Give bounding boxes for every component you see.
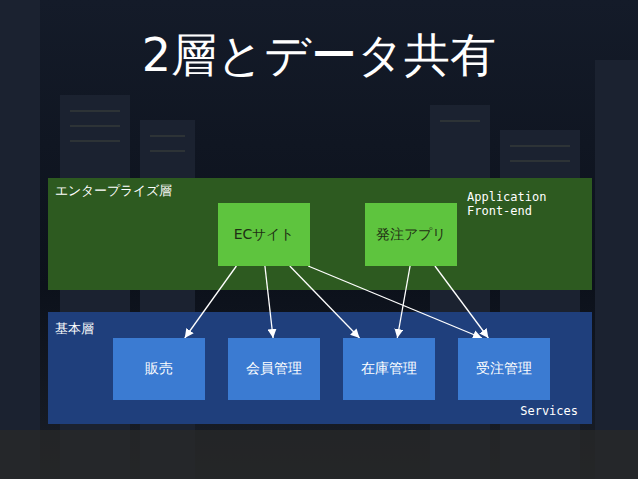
- service-box: 会員管理: [228, 338, 320, 400]
- app-box: 発注アプリ: [365, 203, 457, 266]
- layer-label: 基本層: [55, 320, 94, 338]
- layer-label: エンタープライズ層: [55, 182, 172, 200]
- layer-band: 基本層 Services 販売 会員管理 在庫管理 受注管理: [48, 312, 592, 424]
- layer-band: エンタープライズ層 Application Front-endECサイト 発注アプリ: [48, 178, 592, 290]
- connector: [435, 266, 488, 338]
- service-box: 受注管理: [458, 338, 550, 400]
- box-label: 在庫管理: [361, 360, 417, 378]
- box-label: 販売: [145, 360, 173, 378]
- diagram-title: 2層とデータ共有: [0, 30, 638, 81]
- connector: [185, 266, 237, 338]
- connector: [290, 266, 360, 338]
- connector: [308, 266, 482, 338]
- service-box: 在庫管理: [343, 338, 435, 400]
- connector: [265, 266, 273, 338]
- street: [0, 430, 638, 479]
- connector: [397, 266, 410, 338]
- window-lights: [70, 110, 570, 162]
- box-label: 受注管理: [476, 360, 532, 378]
- layer-label: Services: [520, 404, 578, 418]
- service-box: 販売: [113, 338, 205, 400]
- box-label: 会員管理: [246, 360, 302, 378]
- box-label: ECサイト: [234, 226, 295, 244]
- app-box: ECサイト: [218, 203, 310, 266]
- box-label: 発注アプリ: [376, 226, 446, 244]
- layer-label: Application Front-end: [467, 191, 567, 219]
